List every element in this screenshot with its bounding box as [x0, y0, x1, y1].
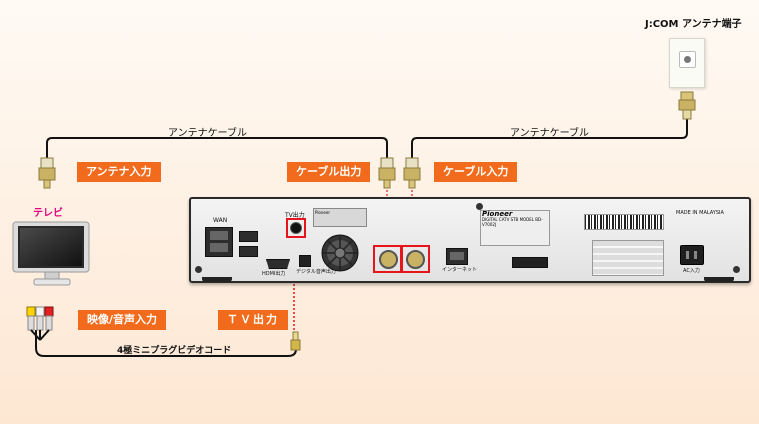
- usb-port[interactable]: [239, 231, 258, 242]
- stb-feet: [202, 277, 734, 283]
- digital-audio-label: デジタル音声出力: [296, 269, 336, 275]
- cable-output-port-highlight: [373, 245, 403, 273]
- tv-out-port-label: TV出力: [285, 212, 305, 219]
- card-slot[interactable]: [512, 257, 548, 268]
- spec-label: Pioneer: [313, 208, 367, 227]
- tv-icon: [12, 221, 90, 286]
- tv-output-label: ＴＶ出力: [218, 310, 288, 330]
- cable-input-label: ケーブル入力: [434, 162, 518, 182]
- digital-audio-port[interactable]: [299, 255, 311, 267]
- antenna-cable-right: [411, 118, 688, 158]
- fan-grille: [321, 234, 359, 272]
- spec-brand: Pioneer: [315, 210, 330, 215]
- serial-sticker: [592, 240, 664, 276]
- ac-inlet[interactable]: [680, 245, 704, 265]
- av-cord: [35, 330, 297, 357]
- screw-left: [195, 266, 202, 273]
- antenna-input-label: アンテナ入力: [77, 162, 161, 182]
- f-connector-outlet: [678, 91, 696, 120]
- antenna-outlet: [669, 38, 705, 88]
- tv-out-highlight: [286, 218, 306, 238]
- cable-output-label: ケーブル出力: [287, 162, 371, 182]
- hdmi-port[interactable]: [266, 259, 290, 269]
- antenna-cable-left-label: アンテナケーブル: [168, 128, 247, 139]
- rca-plugs: [26, 306, 54, 341]
- wan-port[interactable]: [205, 227, 233, 257]
- tv-out-port[interactable]: [290, 222, 302, 234]
- video-audio-input-label: 映像/音声入力: [78, 310, 167, 330]
- wan-label: WAN: [213, 217, 228, 224]
- screw-right: [733, 266, 740, 273]
- f-connector-antenna-input: [38, 157, 56, 189]
- model-plate: Pioneer DIGITAL CATV STB MODEL BD-V7002J: [480, 210, 550, 246]
- mini-plug: [290, 331, 301, 351]
- cable-output-port[interactable]: [379, 250, 398, 269]
- made-in-label: MADE IN MALAYSIA: [676, 210, 724, 216]
- usb-port-2[interactable]: [239, 246, 258, 257]
- screw-top: [476, 203, 483, 210]
- cable-input-port-highlight: [400, 245, 430, 273]
- jcom-outlet-label: J:COM アンテナ端子: [645, 19, 742, 30]
- f-connector-cable-output: [378, 157, 396, 189]
- internet-label: インターネット: [442, 267, 478, 273]
- video-cord-label: 4極ミニプラグビデオコード: [117, 346, 232, 356]
- model-text: DIGITAL CATV STB MODEL BD-V7002J: [482, 217, 543, 227]
- hdmi-label: HDMI出力: [262, 271, 286, 277]
- antenna-cable-left: [46, 137, 388, 158]
- antenna-cable-right-label: アンテナケーブル: [510, 128, 589, 139]
- tv-label: テレビ: [33, 208, 63, 219]
- brand-text: Pioneer: [482, 210, 513, 218]
- barcode-sticker: [584, 214, 664, 230]
- internet-port[interactable]: [446, 248, 468, 265]
- ac-input-label: AC入力: [683, 268, 700, 274]
- f-connector-cable-input: [403, 157, 421, 189]
- cable-input-port[interactable]: [406, 250, 425, 269]
